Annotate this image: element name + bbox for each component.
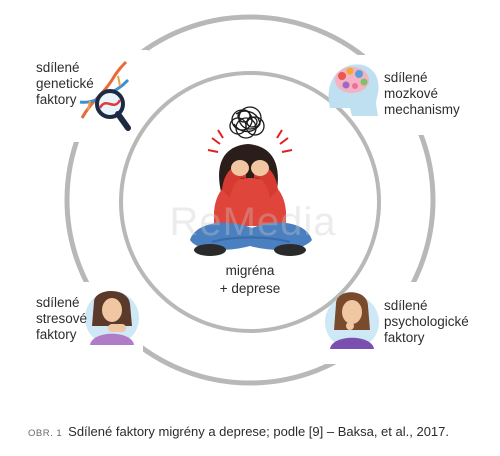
diagram-canvas [64,14,436,386]
figure-caption: OBR. 1 Sdílené faktory migrény a deprese;… [28,424,488,439]
brain-head-icon [328,64,379,116]
caption-prefix: OBR. 1 [28,428,63,439]
label-brain-mechanisms: sdílené mozkové mechanismy [384,70,460,117]
watermark: ReMedia [169,200,337,244]
label-psychological-factors: sdílené psychologické faktory [384,298,469,345]
outer-ring [64,14,436,386]
dna-magnifier-icon [79,60,131,131]
central-figure [190,106,312,256]
scribble-cloud-icon [229,106,265,139]
stressed-woman-icon [85,291,139,345]
label-migraine-depression: migréna + deprese [219,263,281,296]
inner-ring [119,71,381,333]
thinking-woman-icon [325,292,379,349]
label-genetic-factors: sdílené genetické faktory [36,60,94,107]
caption-text: Sdílené faktory migrény a deprese; podle… [68,424,449,439]
label-stress-factors: sdílené stresové faktory [36,295,88,342]
